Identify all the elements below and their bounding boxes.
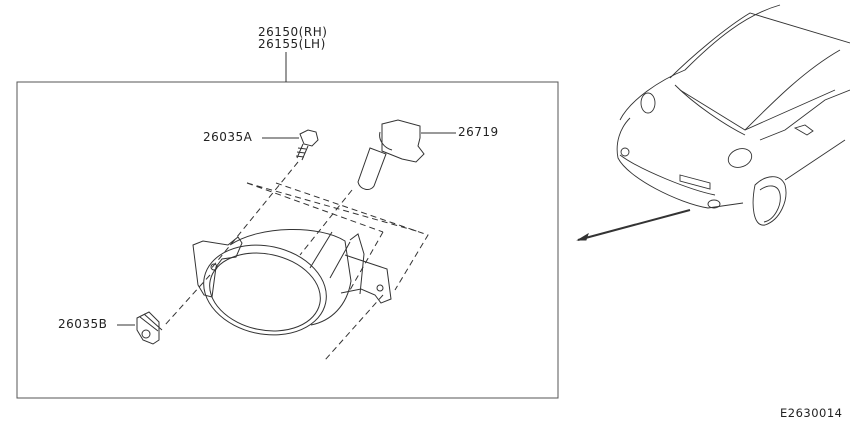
left-bracket <box>192 236 243 298</box>
headlight-left <box>640 92 656 114</box>
figure-code: E2630014 <box>780 406 843 420</box>
dashed-guide-bulb <box>299 189 353 256</box>
right-bracket <box>340 254 392 304</box>
car-illustration <box>616 4 850 226</box>
pointer-arrow <box>577 209 691 241</box>
headlight-right <box>727 148 753 168</box>
fog-lamp-on-car <box>707 199 721 209</box>
part-label-26719: 26719 <box>458 125 499 139</box>
clip-icon <box>136 311 163 345</box>
lamp-lens <box>203 244 327 336</box>
part-label-26035b: 26035B <box>58 317 108 331</box>
part-label-26035a: 26035A <box>203 130 253 144</box>
assembly-label-rh: 26150(RH) <box>258 25 328 39</box>
bulb-icon <box>357 119 425 190</box>
side-mirror <box>793 124 814 136</box>
front-wheel <box>752 176 787 226</box>
screw-icon <box>295 129 319 161</box>
assembly-label-lh: 26155(LH) <box>258 37 326 51</box>
fog-lamp-icon <box>192 229 392 336</box>
dashed-guide-screw <box>209 161 299 271</box>
assembly-box <box>16 81 559 399</box>
dashed-outline <box>275 182 429 291</box>
